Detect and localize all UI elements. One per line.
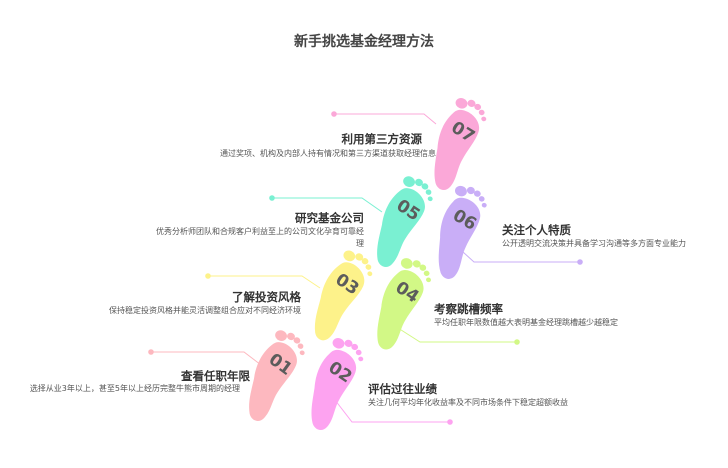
step-02-title: 评估过往业绩 [368, 382, 437, 396]
connector-03 [205, 273, 321, 289]
footprint-04: 04 [366, 253, 436, 357]
step-05-description: 优秀分析师团队和合规客户利益至上的公司文化孕育可靠经理 [156, 227, 364, 248]
footprint-02: 02 [300, 333, 368, 437]
footprint-06: 06 [428, 182, 491, 284]
connector-01 [148, 349, 266, 369]
footprint-03: 03 [303, 245, 379, 349]
connector-05 [269, 195, 383, 213]
step-01-title: 查看任职年限 [181, 369, 250, 383]
step-07-description: 通过奖项、机构及内部人持有情况和第三方渠道获取经理信息 [220, 149, 436, 158]
step-04-title: 考察跳槽频率 [434, 302, 503, 316]
step-02-description: 关注几何平均年化收益率及不同市场条件下稳定超额收益 [368, 398, 568, 407]
step-04-description: 平均任职年限数值越大表明基金经理跳槽越少越稳定 [434, 318, 618, 327]
step-03-description: 保持稳定投资风格并能灵活调整组合应对不同经济环境 [109, 306, 301, 315]
step-07-title: 利用第三方资源 [341, 132, 423, 146]
page-title: 新手挑选基金经理方法 [294, 34, 434, 50]
step-05-title: 研究基金公司 [295, 211, 364, 225]
connector-04 [397, 327, 520, 345]
footprint-05: 05 [365, 171, 438, 275]
connector-02 [334, 399, 453, 425]
step-06-title: 关注个人特质 [502, 223, 571, 237]
step-03-title: 了解投资风格 [232, 290, 301, 304]
step-01-description: 选择从业3年以上，甚至5年以上经历完整牛熊市周期的经理 [29, 384, 240, 393]
connectors [148, 111, 583, 425]
step-06-description: 公开透明交流决策并具备学习沟通等多方面专业能力 [502, 239, 686, 248]
footprint-07: 07 [423, 93, 491, 197]
connector-07 [331, 111, 437, 125]
